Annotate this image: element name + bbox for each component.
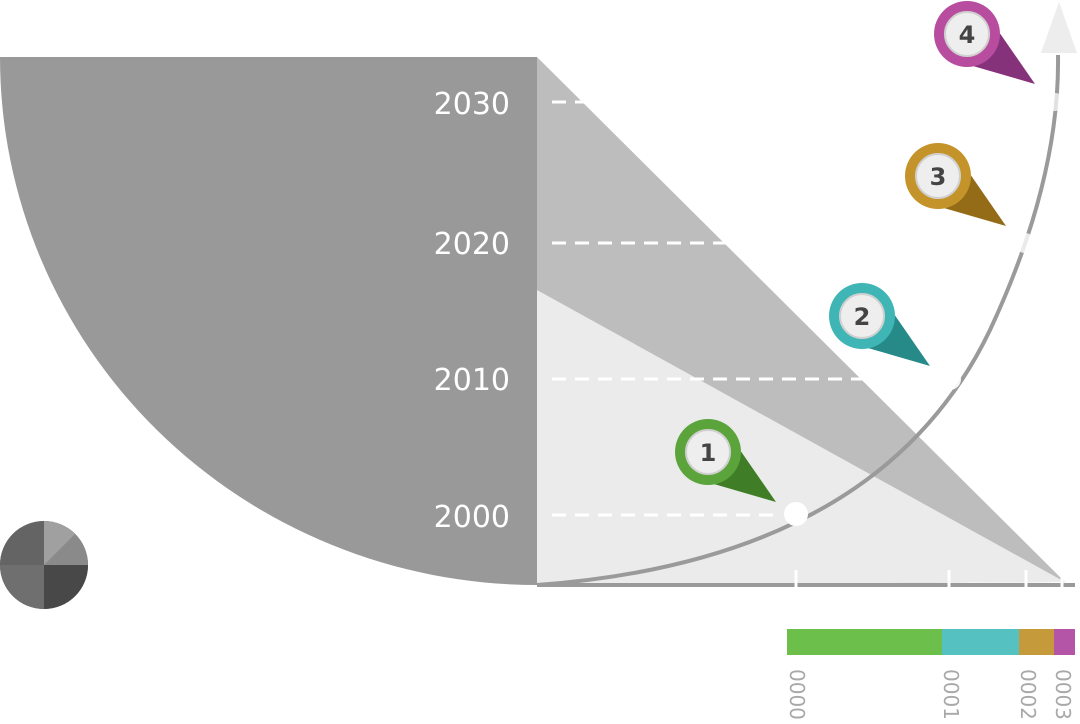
marker-pin-2: 2 xyxy=(829,283,930,366)
bar-segment-2 xyxy=(942,629,1019,655)
year-label-2000: 2000 xyxy=(434,500,510,535)
triangle-light xyxy=(537,290,1065,585)
pin-badge xyxy=(685,429,731,475)
bar-tick-label-3: 0003 xyxy=(1051,669,1075,720)
quarter-disc xyxy=(0,57,537,585)
curve-node-2030 xyxy=(1046,93,1064,111)
pie-icon xyxy=(0,521,88,609)
pie-slice xyxy=(44,521,75,565)
pie-slice xyxy=(44,565,88,609)
marker-number-3: 3 xyxy=(930,163,947,191)
bar-segment-3 xyxy=(1019,629,1054,655)
marker-number-2: 2 xyxy=(854,303,871,331)
year-label-2010: 2010 xyxy=(434,363,510,398)
marker-number-4: 4 xyxy=(959,21,976,49)
curve-node-2020 xyxy=(1015,233,1035,253)
arrow-head-icon xyxy=(1041,2,1077,53)
year-label-2030: 2030 xyxy=(434,87,510,122)
marker-pin-4: 4 xyxy=(934,1,1035,84)
curve-node-2000 xyxy=(784,502,808,526)
pie-slice xyxy=(0,565,44,609)
year-labels: 2030 2020 2010 2000 xyxy=(434,87,510,535)
bar-tick-label-1: 0001 xyxy=(939,669,963,720)
stacked-color-bar xyxy=(787,629,1075,655)
bar-segment-1 xyxy=(787,629,942,655)
dashed-guides xyxy=(552,100,1045,517)
year-label-2020: 2020 xyxy=(434,227,510,262)
marker-number-1: 1 xyxy=(700,439,717,467)
pie-slice xyxy=(0,521,44,565)
curve-nodes xyxy=(784,93,1064,526)
pin-badge xyxy=(839,293,885,339)
marker-pin-1: 1 xyxy=(675,419,776,502)
baseline-ticks xyxy=(794,570,1064,596)
bar-segment-4 xyxy=(1054,629,1075,655)
growth-curve xyxy=(536,54,1061,587)
bar-tick-label-0: 0000 xyxy=(785,669,809,720)
marker-pin-3: 3 xyxy=(905,143,1006,226)
bar-tick-labels: 0000 0001 0002 0003 xyxy=(785,669,1075,720)
pin-badge xyxy=(944,11,990,57)
curve-node-2010 xyxy=(939,368,961,390)
pin-badge xyxy=(915,153,961,199)
bar-tick-label-2: 0002 xyxy=(1016,669,1040,720)
